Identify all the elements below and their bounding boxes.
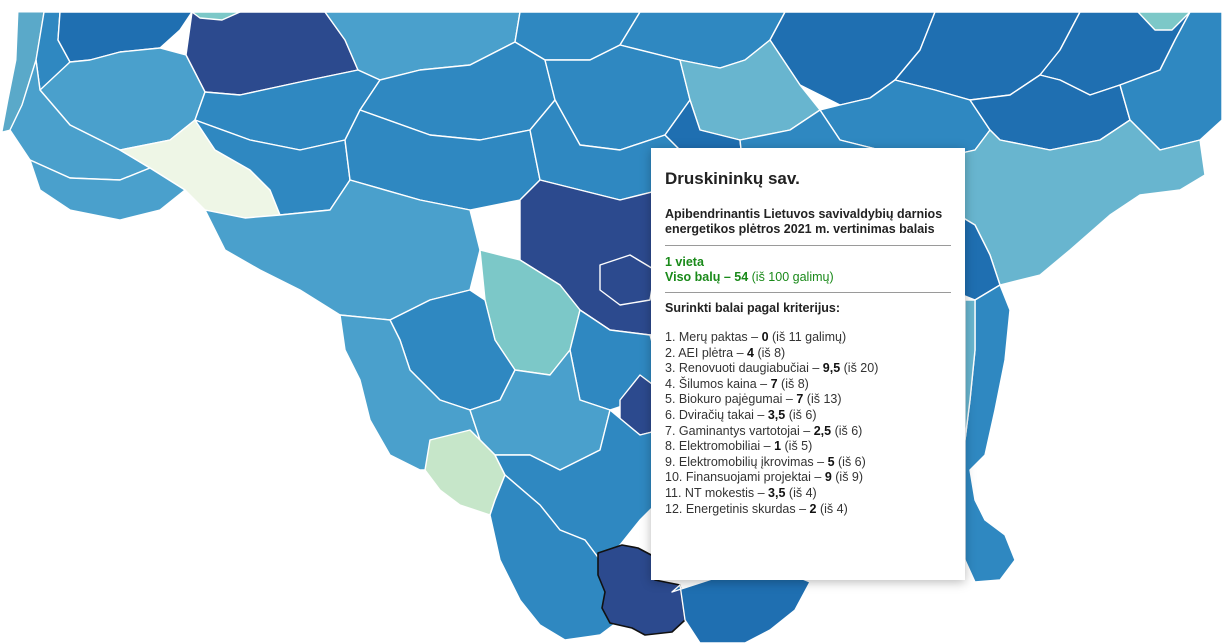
criteria-item: 12. Energetinis skurdas – 2 (iš 4) (665, 501, 848, 516)
tooltip-divider (665, 292, 951, 293)
criteria-item: 3. Renovuoti daugiabučiai – 9,5 (iš 20) (665, 361, 879, 376)
municipality-tooltip: Druskininkų sav. Apibendrinantis Lietuvo… (651, 148, 965, 580)
tooltip-title: Druskininkų sav. (665, 169, 800, 188)
tooltip-total-label: Viso balų – (665, 270, 735, 284)
criteria-item: 4. Šilumos kaina – 7 (iš 8) (665, 376, 809, 391)
criteria-item: 7. Gaminantys vartotojai – 2,5 (iš 6) (665, 423, 863, 438)
criteria-item: 5. Biokuro pajėgumai – 7 (iš 13) (665, 392, 842, 407)
region-se-south[interactable] (671, 569, 811, 643)
region-jurbarkas[interactable] (204, 179, 481, 321)
criteria-item: 11. NT mokestis – 3,5 (iš 4) (665, 485, 817, 500)
tooltip-subtitle: Apibendrinantis Lietuvos savivaldybių da… (665, 207, 943, 236)
tooltip-rank: 1 vieta (665, 255, 704, 269)
criteria-item: 1. Merų paktas – 0 (iš 11 galimų) (665, 330, 847, 344)
region-silute[interactable] (29, 159, 186, 221)
region-druskininkai[interactable] (597, 544, 686, 636)
tooltip-criteria-list: 1. Merų paktas – 0 (iš 11 galimų) 2. AEI… (665, 330, 951, 517)
criteria-item: 9. Elektromobilių įkrovimas – 5 (iš 6) (665, 454, 866, 469)
region-ne-light[interactable] (1137, 11, 1191, 31)
criteria-item: 8. Elektromobiliai – 1 (iš 5) (665, 439, 813, 454)
tooltip-rank-block: 1 vieta Viso balų – 54 (iš 100 galimų) (665, 255, 951, 285)
region-kaunas-city[interactable] (599, 254, 656, 306)
tooltip-total-value: 54 (734, 270, 749, 284)
criteria-item: 6. Dviračių takai – 3,5 (iš 6) (665, 407, 817, 422)
criteria-item: 10. Finansuojami projektai – 9 (iš 9) (665, 470, 864, 485)
region-nw-light[interactable] (191, 11, 241, 21)
criteria-item: 2. AEI plėtra – 4 (iš 8) (665, 345, 786, 360)
tooltip-total-suffix: (iš 100 galimų) (751, 270, 834, 284)
tooltip-criteria-title: Surinkti balai pagal kriterijus: (665, 301, 841, 315)
tooltip-divider (665, 245, 951, 246)
